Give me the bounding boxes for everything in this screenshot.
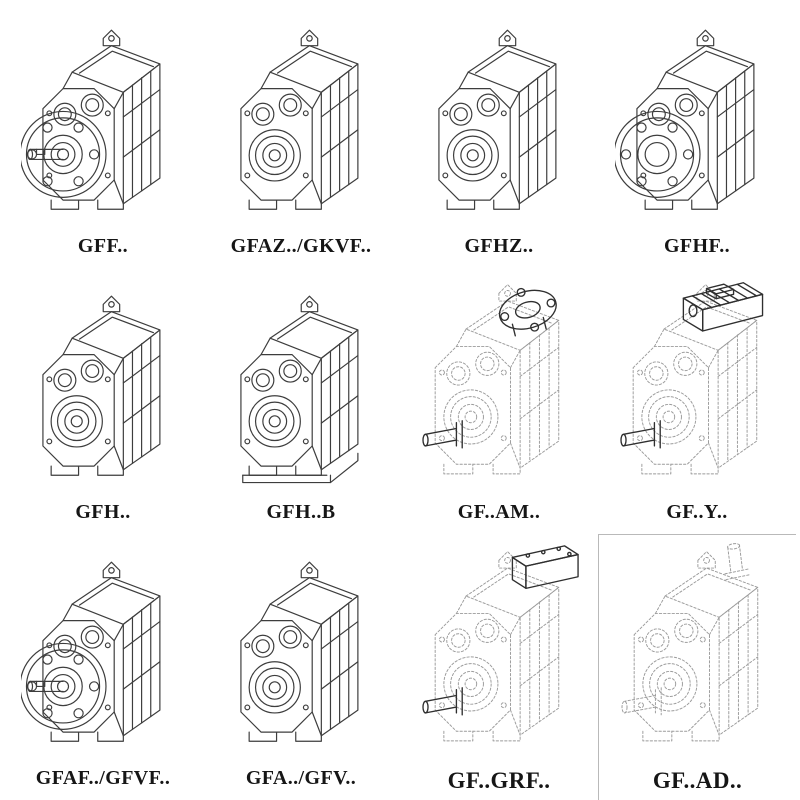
cell-gf-y: GF..Y.. xyxy=(598,268,796,534)
hollow-output-bore xyxy=(248,395,301,448)
model-label: GF..GRF.. xyxy=(447,768,551,793)
model-label: GFAZ../GKVF.. xyxy=(230,235,372,257)
hollow-output-bore xyxy=(248,129,301,182)
housing-outline-phantom xyxy=(632,284,758,475)
cell-gfhz: GFHZ.. xyxy=(400,2,598,268)
cell-gf-grf: GF..GRF.. xyxy=(400,534,598,800)
hollow-output-bore-phantom xyxy=(641,389,697,445)
housing-outline xyxy=(240,29,359,210)
model-label: GFA../GFV.. xyxy=(245,767,357,789)
gearbox-hollow-shaft-drawing xyxy=(438,29,557,210)
cell-gfaz-gkvf: GFAZ../GKVF.. xyxy=(202,2,400,268)
cell-gfh-b: GFH..B xyxy=(202,268,400,534)
gearbox-hollow-shaft-drawing xyxy=(240,561,359,742)
output-shaft xyxy=(422,420,463,449)
housing-outline xyxy=(240,295,359,476)
mounting-flange xyxy=(20,110,107,198)
output-shaft xyxy=(621,687,662,716)
hollow-output-bore-phantom xyxy=(443,656,499,712)
housing-outline xyxy=(42,561,161,742)
housing-outline xyxy=(240,561,359,742)
hollow-output-bore xyxy=(50,395,103,448)
model-label: GFHZ.. xyxy=(464,235,534,257)
input-shaft xyxy=(724,542,750,581)
output-shaft xyxy=(422,687,463,716)
gearbox-hollow-shaft-drawing xyxy=(42,295,161,476)
gearbox-input-flange-drawing xyxy=(422,283,562,475)
model-label: GFH.. xyxy=(75,501,131,523)
cell-gff: GFF.. xyxy=(4,2,202,268)
electric-motor xyxy=(682,282,764,332)
hollow-output-bore xyxy=(248,661,301,714)
housing-outline xyxy=(636,29,755,210)
gearbox-hollow-shaft-base-drawing xyxy=(240,295,359,484)
housing-outline xyxy=(42,29,161,210)
model-label: GFAF../GFVF.. xyxy=(35,767,171,789)
output-shaft xyxy=(620,420,661,449)
model-label: GF..Y.. xyxy=(666,501,728,523)
cell-gfaf-gfvf: GFAF../GFVF.. xyxy=(4,534,202,800)
gearbox-flange-shaft-drawing xyxy=(20,29,161,210)
housing-outline xyxy=(42,295,161,476)
hollow-output-bore-phantom xyxy=(641,656,698,712)
model-label: GF..AM.. xyxy=(457,501,541,523)
model-label: GFHF.. xyxy=(663,235,731,257)
gearbox-with-motor-drawing xyxy=(620,282,764,475)
housing-outline-phantom xyxy=(434,551,560,742)
housing-outline-phantom xyxy=(633,551,758,742)
model-label: GFF.. xyxy=(77,235,129,257)
model-label: GFH..B xyxy=(266,501,336,523)
gearbox-flange-shaft-drawing xyxy=(20,561,161,742)
gearbox-flange-drawing xyxy=(614,29,755,210)
housing-outline xyxy=(438,29,557,210)
hollow-output-bore xyxy=(446,129,499,182)
hollow-output-bore-phantom xyxy=(443,389,499,445)
gearbox-cover-adapter-drawing xyxy=(422,545,579,742)
cell-gf-am: GF..AM.. xyxy=(400,268,598,534)
cell-gfh: GFH.. xyxy=(4,268,202,534)
cell-gfhf: GFHF.. xyxy=(598,2,796,268)
gearbox-hollow-shaft-drawing xyxy=(240,29,359,210)
mounting-flange xyxy=(20,642,107,730)
cell-gf-ad: GF..AD.. xyxy=(598,534,796,800)
gearbox-input-shaft-drawing xyxy=(621,542,758,742)
mounting-flange xyxy=(614,110,701,198)
model-label: GF..AD.. xyxy=(652,768,743,793)
housing-outline-phantom xyxy=(434,284,560,475)
cell-gfa-gfv: GFA../GFV.. xyxy=(202,534,400,800)
